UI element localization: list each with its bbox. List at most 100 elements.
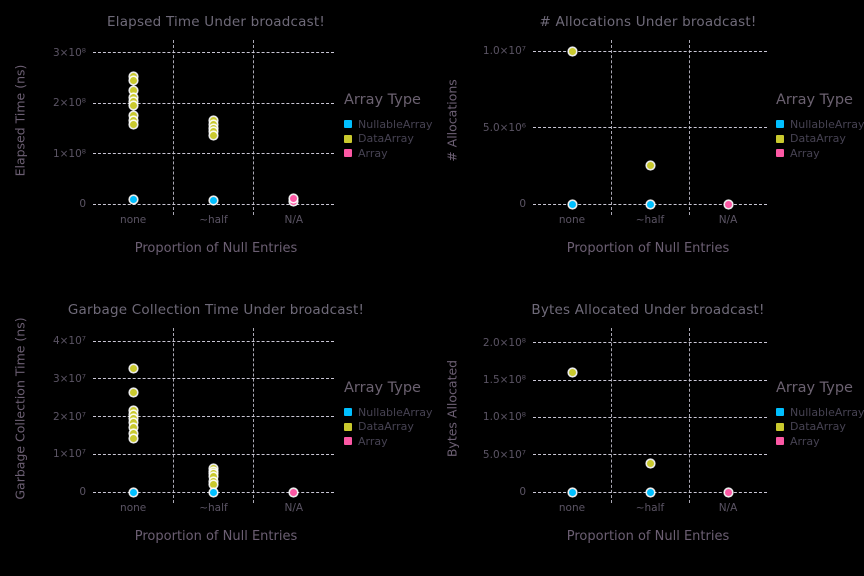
data-point-nullablearray [210, 196, 217, 204]
y-gridline [533, 50, 767, 52]
y-tick-label: 3×10⁸ [52, 46, 86, 59]
data-point-dataarray [129, 97, 137, 105]
legend-item-label: Array [358, 146, 388, 160]
data-point-dataarray [129, 419, 137, 427]
x-axis-label: Proportion of Null Entries [134, 529, 298, 544]
data-point-dataarray [129, 77, 137, 85]
legend-item-label: NullableArray [358, 405, 433, 419]
data-point-nullablearray [646, 200, 654, 208]
x-tick-label: N/A [284, 502, 304, 514]
data-point-nullablearray [129, 488, 137, 496]
data-point-dataarray [568, 47, 576, 55]
data-point-dataarray [129, 87, 137, 95]
data-point-dataarray [210, 131, 217, 139]
legend-item: NullableArray [344, 405, 454, 420]
legend-item-label: NullableArray [358, 117, 433, 131]
legend-item: DataArray [344, 420, 454, 435]
legend-item-label: Array [790, 434, 820, 448]
chart-title: Elapsed Time Under broadcast! [107, 14, 325, 30]
data-point-dataarray [129, 365, 137, 373]
x-gridline [172, 40, 174, 215]
y-gridline [533, 416, 767, 418]
legend-item-label: Array [790, 146, 820, 160]
data-point-array [724, 200, 732, 208]
x-tick-label: none [120, 214, 147, 226]
y-tick-label: 0 [519, 198, 526, 210]
data-point-dataarray [129, 414, 137, 422]
y-gridline [93, 416, 334, 418]
legend-swatch-icon [344, 437, 352, 446]
data-point-nullablearray [129, 196, 137, 204]
legend-title: Array Type [344, 380, 421, 396]
data-point-dataarray [129, 424, 137, 432]
x-axis-label: Proportion of Null Entries [566, 529, 730, 544]
legend-item: NullableArray [776, 117, 864, 132]
data-point-dataarray [129, 93, 137, 101]
data-point-array [290, 488, 298, 496]
y-tick-label: 5.0×10⁷ [482, 448, 526, 461]
chart-elapsed-time: Elapsed Time Under broadcast! Elapsed Ti… [0, 0, 433, 288]
x-gridline [610, 40, 612, 215]
data-point-nullablearray [210, 488, 217, 496]
x-gridline [253, 328, 255, 503]
x-axis-label: Proportion of Null Entries [134, 241, 298, 256]
y-tick-label: 4×10⁷ [52, 335, 86, 348]
legend-swatch-icon [344, 422, 352, 431]
y-tick-label: 1×10⁷ [52, 448, 86, 461]
legend-item: NullableArray [344, 117, 454, 132]
data-point-dataarray [129, 389, 137, 397]
y-tick-label: 1.0×10⁷ [482, 45, 526, 58]
chart-title: Bytes Allocated Under broadcast! [531, 302, 765, 318]
y-gridline [533, 342, 767, 344]
y-gridline [533, 127, 767, 129]
y-tick-label: 2.0×10⁸ [482, 336, 526, 349]
data-point-dataarray [646, 162, 654, 170]
data-point-dataarray [210, 117, 217, 125]
y-gridline [93, 102, 334, 104]
data-point-nullablearray [646, 488, 654, 496]
legend-item-label: DataArray [358, 132, 414, 146]
chart-title: # Allocations Under broadcast! [539, 14, 757, 30]
x-tick-label: none [558, 214, 586, 226]
data-point-nullablearray [568, 200, 576, 208]
data-point-array [724, 488, 732, 496]
legend-item: Array [776, 434, 864, 449]
legend-item: DataArray [776, 420, 864, 435]
y-gridline [533, 454, 767, 456]
data-point-nullablearray [568, 488, 576, 496]
x-gridline [172, 328, 174, 503]
chart-title: Garbage Collection Time Under broadcast! [67, 302, 365, 318]
data-point-array [290, 195, 298, 203]
y-tick-label: 5.0×10⁶ [482, 121, 526, 134]
x-axis-label: Proportion of Null Entries [566, 241, 730, 256]
data-point-dataarray [568, 369, 576, 377]
x-tick-label: ~half [199, 502, 228, 514]
x-tick-label: ~half [635, 214, 665, 226]
legend-item-label: DataArray [790, 420, 846, 434]
legend-item: Array [344, 434, 454, 449]
legend-swatch-icon [776, 120, 784, 129]
y-gridline [93, 203, 334, 205]
y-gridline [93, 378, 334, 380]
legend-item-label: Array [358, 434, 388, 448]
y-axis-label: Bytes Allocated [444, 359, 460, 458]
legend-swatch-icon [776, 422, 784, 431]
chart-bytes-allocated: Bytes Allocated Under broadcast! Bytes A… [432, 288, 864, 576]
data-point-dataarray [210, 121, 217, 129]
legend-item-label: DataArray [790, 132, 846, 146]
chart-allocations: # Allocations Under broadcast! # Allocat… [432, 0, 864, 288]
legend-item: Array [344, 146, 454, 161]
legend-item-label: NullableArray [790, 117, 864, 131]
y-gridline [93, 52, 334, 54]
data-point-dataarray [129, 429, 137, 437]
x-gridline [688, 328, 690, 503]
legend-swatch-icon [776, 408, 784, 417]
y-tick-label: 1.0×10⁸ [482, 411, 526, 424]
data-point-dataarray [129, 73, 137, 81]
